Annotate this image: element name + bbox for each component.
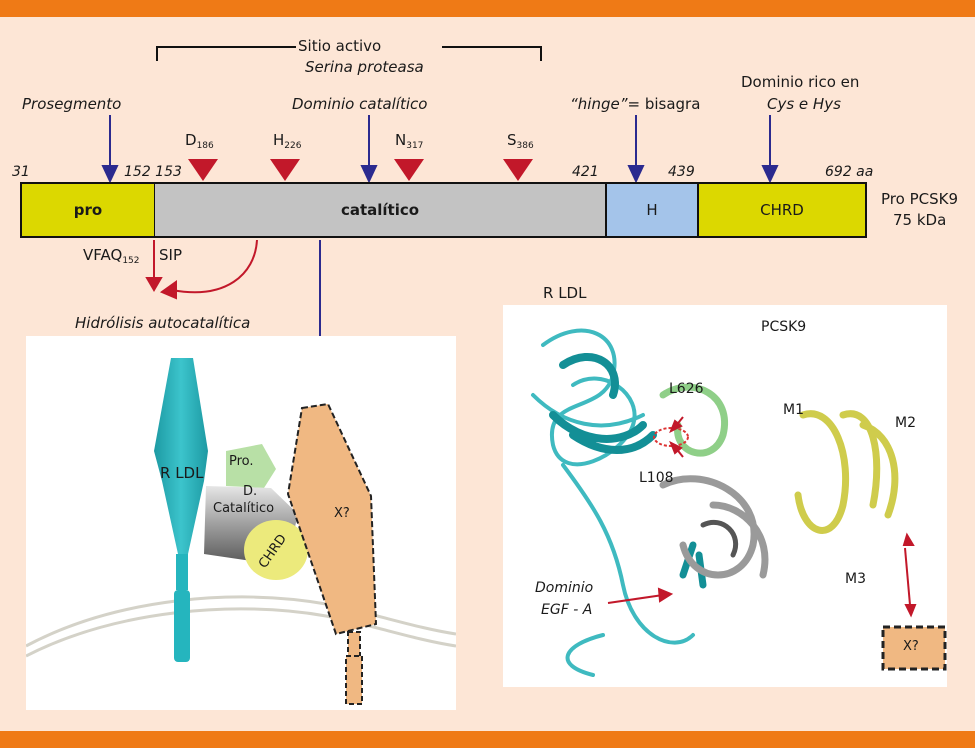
cys-domain-label-line2: Cys e Hys [767, 95, 841, 113]
pro-domain-shape [226, 444, 276, 488]
chrd-domain-shape [244, 520, 308, 580]
position-152-153: 152 153 [124, 164, 182, 180]
structure-l108-label: L108 [639, 470, 674, 486]
structure-rldl-label: R LDL [543, 284, 587, 302]
structure-panel: PCSK9 L626 L108 M1 M2 M3 Dominio EGF - A… [503, 305, 947, 687]
autocatalytic-label: Hidrólisis autocatalítica [75, 314, 251, 332]
marker-s386 [503, 159, 533, 181]
marker-n317 [394, 159, 424, 181]
ldlr-structure [531, 328, 695, 677]
schematic-ldlr-label: R LDL [160, 464, 204, 482]
hinge-label: “hinge”= bisagra [570, 95, 700, 113]
structure-egf-label-2: EGF - A [541, 602, 593, 618]
schematic-cat-label-1: D. [243, 484, 258, 499]
marker-h226 [270, 159, 300, 181]
active-site-title: Sitio activo [298, 37, 382, 55]
position-439: 439 [668, 164, 695, 180]
segment-catalytic: catalítico [154, 182, 607, 238]
catalytic-domain-label: Dominio catalítico [292, 95, 428, 113]
schematic-cat-label-2: Catalítico [213, 501, 275, 516]
schematic-x-label: X? [334, 506, 350, 521]
bottom-orange-band [0, 731, 975, 748]
prosegment-label: Prosegmento [22, 95, 122, 113]
catalytic-domain-structure [659, 475, 769, 579]
top-orange-band [0, 0, 975, 17]
structure-m3-label: M3 [845, 571, 866, 587]
marker-d186 [188, 159, 218, 181]
residue-d186: D186 [185, 131, 214, 151]
cleavage-left: VFAQ152 [83, 246, 140, 266]
schematic-pro-label: Pro. [229, 454, 254, 469]
hinge-quote: “hinge” [570, 95, 628, 113]
position-692: 692 aa [825, 164, 874, 180]
residue-s386: S386 [507, 131, 534, 151]
x-unknown-shape [286, 402, 378, 636]
cleavage-arrows [145, 239, 258, 300]
residue-n317: N317 [395, 131, 424, 151]
protein-name: Pro PCSK9 [881, 190, 958, 208]
active-site-bracket-right [442, 46, 542, 61]
segment-pro: pro [20, 182, 156, 238]
structure-pcsk9-label: PCSK9 [761, 319, 807, 335]
protein-mass: 75 kDa [893, 211, 947, 229]
position-421: 421 [572, 164, 599, 180]
structure-drawing [531, 328, 947, 677]
pro-domain-structure [659, 383, 728, 457]
chrd-domain-structure [794, 410, 899, 534]
structure-x-box [881, 625, 947, 671]
structure-l626-label: L626 [669, 381, 704, 397]
segment-chrd: CHRD [697, 182, 867, 238]
structure-m1-label: M1 [783, 402, 804, 418]
structure-egf-label-1: Dominio [535, 580, 594, 596]
structure-m2-label: M2 [895, 415, 916, 431]
structure-x-label: X? [903, 639, 919, 654]
position-31: 31 [12, 164, 30, 180]
active-site-markers [188, 159, 533, 181]
schematic-panel: R LDL Pro. D. Catalítico CHRD X? [26, 336, 456, 710]
segment-hinge: H [605, 182, 699, 238]
hinge-eq: = bisagra [627, 95, 701, 113]
active-site-bracket [156, 46, 296, 61]
ldlr-shape [154, 358, 208, 554]
cys-domain-label-line1: Dominio rico en [741, 73, 860, 91]
schematic-drawing [26, 358, 456, 705]
cleavage-right: SIP [159, 246, 182, 264]
residue-h226: H226 [273, 131, 302, 151]
active-site-subtitle: Serina proteasa [305, 58, 424, 76]
